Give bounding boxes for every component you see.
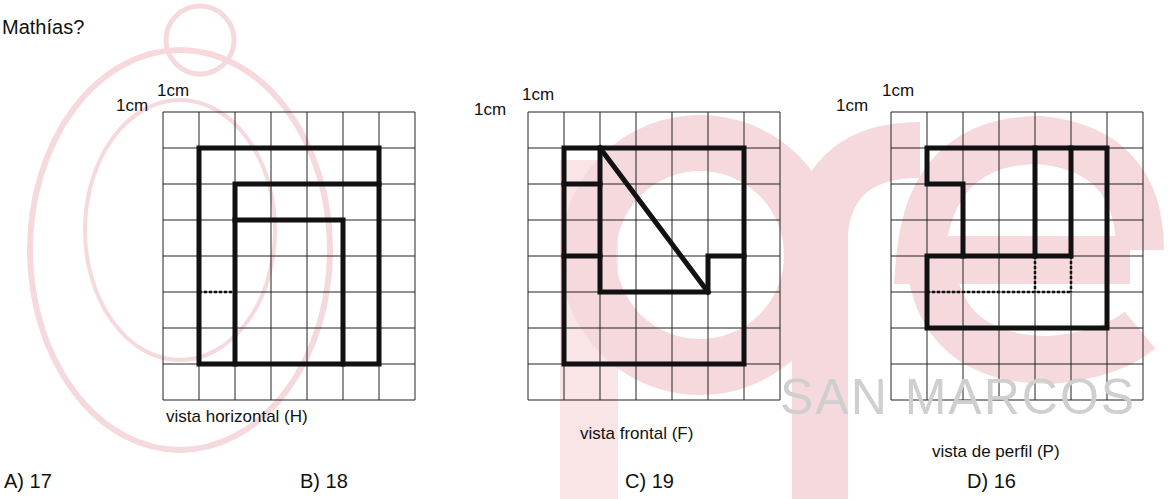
unit-label: 1cm [157, 82, 189, 101]
answer-option: B) 18 [300, 470, 348, 492]
watermark-text: SAN MARCOS [780, 370, 1136, 425]
view-caption: vista de perfil (P) [932, 443, 1060, 462]
grid-line [891, 364, 1143, 365]
view-caption: vista frontal (F) [580, 425, 693, 444]
unit-label: 1cm [522, 86, 554, 105]
view-caption: vista horizontal (H) [166, 408, 308, 427]
hidden-line [199, 291, 235, 294]
question-text: Mathías? [2, 16, 84, 38]
answer-option: A) 17 [4, 470, 52, 492]
grid-line [528, 112, 780, 113]
view-h [199, 148, 379, 364]
grid-line [528, 400, 780, 401]
watermark [30, 6, 1140, 499]
view-f [564, 148, 744, 364]
grid [163, 112, 1143, 400]
grid-line [891, 112, 1143, 113]
answer-option: C) 19 [625, 470, 674, 492]
answer-option: D) 16 [967, 470, 1016, 492]
unit-label: 1cm [474, 101, 506, 120]
hidden-line [927, 256, 1071, 292]
grid-line [163, 400, 415, 401]
grid-line [163, 112, 415, 113]
unit-label: 1cm [116, 97, 148, 116]
unit-label: 1cm [836, 97, 868, 116]
unit-label: 1cm [882, 82, 914, 101]
view-p [927, 148, 1107, 328]
